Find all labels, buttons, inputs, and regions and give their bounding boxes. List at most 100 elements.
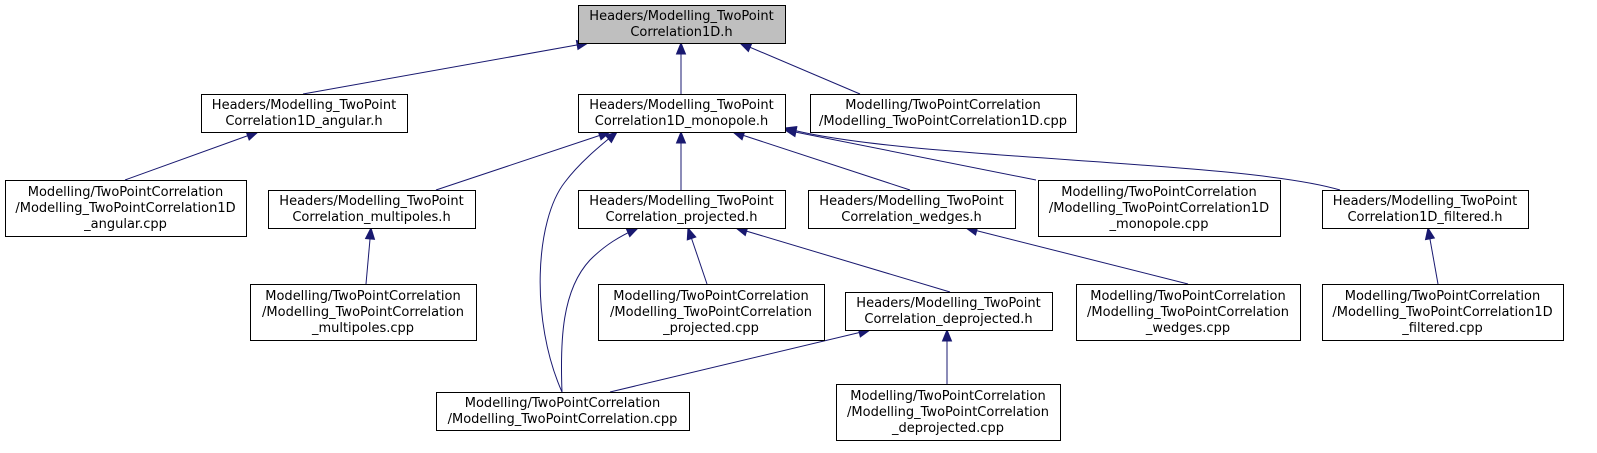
root-node-box[interactable] [578, 5, 786, 44]
node-label-line: Headers/Modelling_TwoPoint [589, 194, 773, 209]
node-label-line: Modelling/TwoPointCorrelation [265, 289, 460, 304]
node-box[interactable] [268, 190, 476, 229]
node-label-line: _wedges.cpp [1145, 321, 1230, 336]
node-label-line: _monopole.cpp [1109, 217, 1209, 232]
arrowhead [941, 328, 953, 342]
node-label-line: /Modelling_TwoPointCorrelation1D [1332, 305, 1552, 320]
node-label-line: _angular.cpp [83, 217, 167, 232]
edge-line [609, 329, 871, 393]
node-label-line: Correlation1D_filtered.h [1347, 210, 1502, 225]
node-label-line: Correlation_multipoles.h [292, 210, 450, 225]
arrowhead [686, 226, 697, 241]
node-label-line: Correlation1D.h [630, 25, 732, 40]
node-box[interactable] [836, 384, 1061, 441]
edge-n13-to-n7 [734, 226, 951, 293]
node-label-line: /Modelling_TwoPointCorrelation1D.cpp [819, 114, 1067, 129]
arrowhead [675, 130, 687, 144]
edge-line [539, 131, 618, 393]
node-box[interactable] [578, 94, 786, 133]
edge-n4-to-n1 [738, 42, 861, 95]
graph-node-n10[interactable]: Headers/Modelling_TwoPointCorrelation1D_… [1322, 190, 1529, 229]
graph-node-n8[interactable]: Headers/Modelling_TwoPointCorrelation_we… [808, 190, 1016, 229]
node-box[interactable] [1076, 284, 1301, 341]
node-box[interactable] [578, 190, 786, 229]
graph-node-n14[interactable]: Modelling/TwoPointCorrelation/Modelling_… [1076, 284, 1301, 341]
node-label-line: Headers/Modelling_TwoPoint [1333, 194, 1517, 209]
node-label-line: Modelling/TwoPointCorrelation [1061, 185, 1256, 200]
node-label-line: _deprojected.cpp [891, 421, 1004, 436]
edge-line [124, 131, 259, 181]
node-layer: Headers/Modelling_TwoPointCorrelation1D.… [5, 5, 1564, 441]
node-box[interactable] [1038, 180, 1281, 237]
graph-node-n9[interactable]: Modelling/TwoPointCorrelation/Modelling_… [1038, 180, 1281, 237]
arrowhead [625, 227, 640, 238]
node-label-line: Modelling/TwoPointCorrelation [613, 289, 808, 304]
node-label-line: Modelling/TwoPointCorrelation [1345, 289, 1540, 304]
graph-node-n7[interactable]: Headers/Modelling_TwoPointCorrelation_pr… [578, 190, 786, 229]
node-box[interactable] [436, 392, 690, 431]
graph-node-n12[interactable]: Modelling/TwoPointCorrelation/Modelling_… [598, 284, 825, 341]
graph-node-n15[interactable]: Modelling/TwoPointCorrelation/Modelling_… [1322, 284, 1564, 341]
graph-node-n11[interactable]: Modelling/TwoPointCorrelation/Modelling_… [250, 284, 477, 341]
node-label-line: Correlation_projected.h [606, 210, 758, 225]
graph-node-n17[interactable]: Modelling/TwoPointCorrelation/Modelling_… [836, 384, 1061, 441]
edge-line [784, 129, 1037, 181]
node-label-line: Modelling/TwoPointCorrelation [1090, 289, 1285, 304]
edge-n3-to-n1 [675, 41, 687, 94]
graph-node-n3[interactable]: Headers/Modelling_TwoPointCorrelation1D_… [578, 94, 786, 133]
edge-n5-to-n2 [124, 130, 260, 181]
edge-line [302, 42, 589, 95]
node-label-line: Headers/Modelling_TwoPoint [279, 194, 463, 209]
node-label-line: Correlation_deprojected.h [864, 312, 1032, 327]
edge-line [965, 227, 1189, 285]
graph-node-n16[interactable]: Modelling/TwoPointCorrelation/Modelling_… [436, 392, 690, 431]
node-label-line: _multipoles.cpp [311, 321, 414, 336]
edge-line [784, 127, 1341, 191]
node-box[interactable] [1322, 190, 1529, 229]
edge-line [560, 227, 639, 393]
node-label-line: /Modelling_TwoPointCorrelation [847, 405, 1049, 420]
node-box[interactable] [810, 94, 1077, 133]
node-box[interactable] [5, 180, 247, 237]
node-box[interactable] [845, 292, 1053, 331]
graph-node-n2[interactable]: Headers/Modelling_TwoPointCorrelation1D_… [201, 94, 408, 133]
edge-n8-to-n3 [731, 130, 911, 191]
node-label-line: /Modelling_TwoPointCorrelation1D [15, 201, 235, 216]
node-label-line: Headers/Modelling_TwoPoint [589, 98, 773, 113]
node-box[interactable] [250, 284, 477, 341]
edge-n11-to-n6 [364, 226, 376, 285]
graph-node-n1[interactable]: Headers/Modelling_TwoPointCorrelation1D.… [578, 5, 786, 44]
edge-n12-to-n7 [686, 226, 708, 285]
graph-node-n5[interactable]: Modelling/TwoPointCorrelation/Modelling_… [5, 180, 247, 237]
node-box[interactable] [598, 284, 825, 341]
graph-node-n6[interactable]: Headers/Modelling_TwoPointCorrelation_mu… [268, 190, 476, 229]
node-label-line: Modelling/TwoPointCorrelation [465, 396, 660, 411]
node-label-line: /Modelling_TwoPointCorrelation [610, 305, 812, 320]
node-label-line: Headers/Modelling_TwoPoint [589, 9, 773, 24]
graph-node-n13[interactable]: Headers/Modelling_TwoPointCorrelation_de… [845, 292, 1053, 331]
arrowhead [364, 226, 376, 240]
node-label-line: /Modelling_TwoPointCorrelation [262, 305, 464, 320]
edge-n16-to-n7 [560, 227, 640, 393]
node-box[interactable] [201, 94, 408, 133]
edge-n9-to-n3 [783, 127, 1037, 181]
node-box[interactable] [1322, 284, 1564, 341]
node-label-line: /Modelling_TwoPointCorrelation1D [1049, 201, 1269, 216]
node-label-line: Correlation1D_angular.h [225, 114, 382, 129]
edge-line [732, 131, 911, 191]
arrowhead [738, 42, 753, 53]
node-box[interactable] [808, 190, 1016, 229]
node-label-line: Headers/Modelling_TwoPoint [212, 98, 396, 113]
edge-line [435, 131, 611, 191]
edge-n7-to-n3 [675, 130, 687, 190]
node-label-line: Modelling/TwoPointCorrelation [850, 389, 1045, 404]
edge-n15-to-n10 [1424, 226, 1439, 285]
node-label-line: Headers/Modelling_TwoPoint [856, 296, 1040, 311]
arrowhead [604, 131, 619, 144]
edge-n10-to-n3 [783, 126, 1341, 191]
node-label-line: _filtered.cpp [1401, 321, 1483, 336]
node-label-line: Modelling/TwoPointCorrelation [28, 185, 223, 200]
graph-node-n4[interactable]: Modelling/TwoPointCorrelation/Modelling_… [810, 94, 1077, 133]
node-label-line: Modelling/TwoPointCorrelation [845, 98, 1040, 113]
